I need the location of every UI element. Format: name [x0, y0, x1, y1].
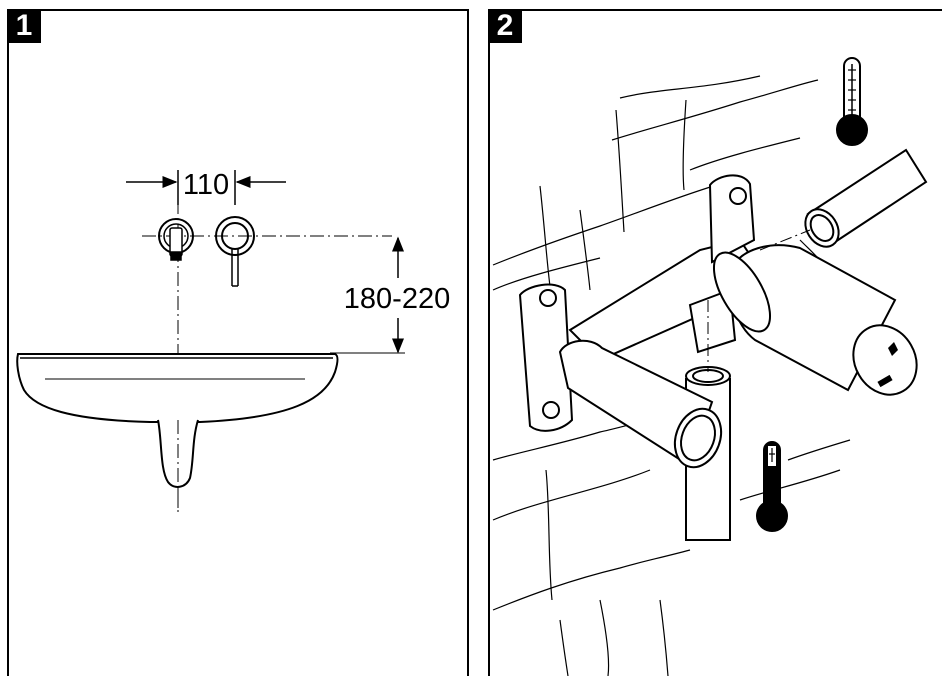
- dimension-label-180-220: 180-220: [344, 283, 450, 315]
- step-number-badge: 2: [488, 9, 522, 43]
- hot-thermometer-icon: [836, 57, 868, 146]
- dimension-110: [126, 170, 286, 205]
- hot-water-pipe: [804, 148, 928, 248]
- cold-thermometer-icon: [756, 441, 788, 532]
- valve-cartridge: [713, 244, 918, 396]
- basin-drawing: [16, 200, 405, 512]
- dimension-label-110: 110: [183, 169, 229, 201]
- step-number-badge: 1: [7, 9, 41, 43]
- front-outlet: [558, 339, 723, 469]
